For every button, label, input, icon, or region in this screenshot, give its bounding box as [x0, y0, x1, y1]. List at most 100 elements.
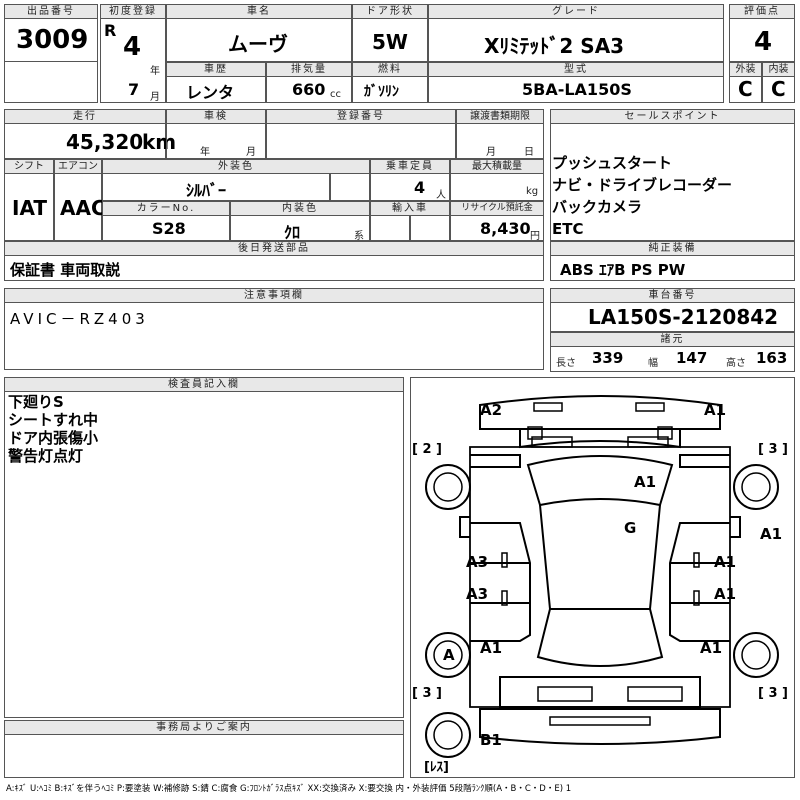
equipment-value: ABS ｴｱB PS PW: [560, 261, 686, 279]
later-parts-value: 保証書 車両取説: [10, 261, 121, 279]
sales-points-cell: [550, 123, 795, 241]
lot-no-blank: [4, 61, 98, 103]
first-reg-label: 初度登録: [100, 4, 166, 19]
capacity-value: 4: [414, 178, 426, 197]
first-reg-year-unit: 年: [150, 66, 160, 77]
door-cell: [352, 18, 428, 62]
mileage-unit: km: [142, 130, 177, 154]
mark-right-quarter: A1: [700, 639, 722, 657]
mileage-cell: [4, 123, 166, 159]
notes-label: 注意事項欄: [4, 288, 544, 303]
sales-points-label: セールスポイント: [550, 109, 795, 124]
shift-value: IAT: [12, 196, 48, 220]
car-damage-diagram: A2 A1 A1 G A3 A3 A1 A1 A1 A1 A1 A B1 [ 2…: [412, 395, 788, 775]
recycle-unit: 円: [530, 231, 540, 242]
first-reg-month: 7: [128, 80, 140, 99]
sales-point-item: ナビ・ドライブレコーダー: [552, 176, 733, 194]
aircon-value: AAC: [60, 196, 106, 220]
mark-right-fender: A1: [760, 525, 782, 543]
fuel-cell: [352, 76, 428, 103]
exterior-grade-value: C: [738, 77, 753, 101]
first-reg-year: 4: [123, 32, 142, 62]
inspector-line: ドア内張傷小: [8, 429, 99, 447]
recycle-cell: [450, 215, 544, 241]
door-value: 5W: [372, 30, 408, 54]
inspector-label: 検査員記入欄: [4, 377, 404, 392]
mark-left-quarter: A1: [480, 639, 502, 657]
capacity-label: 乗車定員: [370, 159, 450, 174]
transfer-day-unit: 日: [524, 147, 534, 158]
tire-front-right: [ 3 ]: [758, 442, 788, 457]
car-name-cell: [166, 18, 352, 62]
model-value: 5BA-LA150S: [522, 80, 632, 99]
chassis-label: 車台番号: [550, 288, 795, 303]
spec-length-value: 339: [592, 349, 624, 367]
grade-cell: [428, 18, 724, 62]
later-parts-cell: [4, 255, 544, 281]
equipment-cell: [550, 255, 795, 281]
max-load-cell: [450, 173, 544, 201]
sales-point-item: ETC: [552, 220, 584, 238]
sales-points-list: プッシュスタート ナビ・ドライブレコーダー バックカメラ ETC: [552, 152, 732, 240]
grade-value: Xﾘﾐﾃｯﾄﾞ2 SA3: [484, 34, 625, 58]
model-label: 型式: [428, 62, 724, 77]
color-no-value: S28: [152, 219, 186, 238]
mark-left-front-door: A3: [466, 553, 488, 571]
fuel-value: ｶﾞｿﾘﾝ: [364, 84, 399, 100]
spec-length-label: 長さ: [556, 358, 576, 369]
transfer-month-unit: 月: [486, 147, 496, 158]
mark-right-rear-door: A1: [714, 585, 736, 603]
exterior-grade-cell: [729, 76, 762, 103]
history-value: レンタ: [186, 83, 235, 102]
chassis-cell: [550, 302, 795, 332]
car-name-label: 車名: [166, 4, 352, 19]
equipment-label: 純正装備: [550, 241, 795, 256]
spec-height-label: 高さ: [726, 358, 746, 369]
later-parts-label: 後日発送部品: [4, 241, 544, 256]
mark-roof: G: [624, 519, 636, 537]
tire-rear-right: [ 3 ]: [758, 686, 788, 701]
ext-color-cell: [102, 173, 330, 201]
inspection-year-unit: 年: [200, 147, 210, 158]
aircon-label: エアコン: [54, 159, 102, 174]
ext-color-value: ｼﾙﾊﾞｰ: [186, 181, 227, 200]
int-color-unit: 系: [354, 231, 364, 242]
import-cell-b: [410, 215, 450, 241]
score-cell: [729, 18, 795, 62]
notes-value: AVIC－RZ403: [10, 310, 149, 328]
mark-front-bumper-right: A1: [704, 401, 726, 419]
office-label: 事務局よりご案内: [4, 720, 404, 735]
displacement-cell: [266, 76, 352, 103]
lot-no-label: 出品番号: [4, 4, 98, 19]
displacement-label: 排気量: [266, 62, 352, 77]
inspection-cell: [166, 123, 266, 159]
notes-cell: [4, 302, 544, 370]
legend-text: A:ｷｽﾞ U:ﾍｺﾐ B:ｷｽﾞを伴うﾍｺﾐ P:要塗装 W:補修跡 S:錆 …: [6, 784, 572, 794]
interior-grade-cell: [762, 76, 795, 103]
displacement-unit: cc: [330, 89, 341, 100]
recycle-label: リサイクル預託金: [450, 201, 544, 216]
spec-width-value: 147: [676, 349, 708, 367]
mileage-label: 走行: [4, 109, 166, 124]
sales-point-item: プッシュスタート: [552, 154, 673, 172]
transfer-label: 譲渡書類期限: [456, 109, 544, 124]
color-no-label: カラーNo.: [102, 201, 230, 216]
reg-no-label: 登録番号: [266, 109, 456, 124]
car-name-value: ムーヴ: [228, 32, 288, 56]
front-bumper-shape: [479, 395, 721, 430]
fuel-label: 燃料: [352, 62, 428, 77]
inspector-line: 警告灯点灯: [8, 447, 84, 465]
tire-front-left: [ 2 ]: [412, 442, 442, 457]
damage-diagram-frame: [410, 377, 795, 778]
first-reg-cell: [100, 18, 166, 103]
mark-rear-bumper: B1: [480, 731, 502, 749]
max-load-label: 最大積載量: [450, 159, 544, 174]
import-cell-a: [370, 215, 410, 241]
import-label: 輸入車: [370, 201, 450, 216]
first-reg-month-unit: 月: [150, 92, 160, 103]
first-reg-era: R: [104, 21, 117, 40]
door-label: ドア形状: [352, 4, 428, 19]
aircon-cell: [54, 173, 102, 241]
displacement-value: 660: [292, 80, 326, 99]
int-color-label: 内装色: [230, 201, 370, 216]
